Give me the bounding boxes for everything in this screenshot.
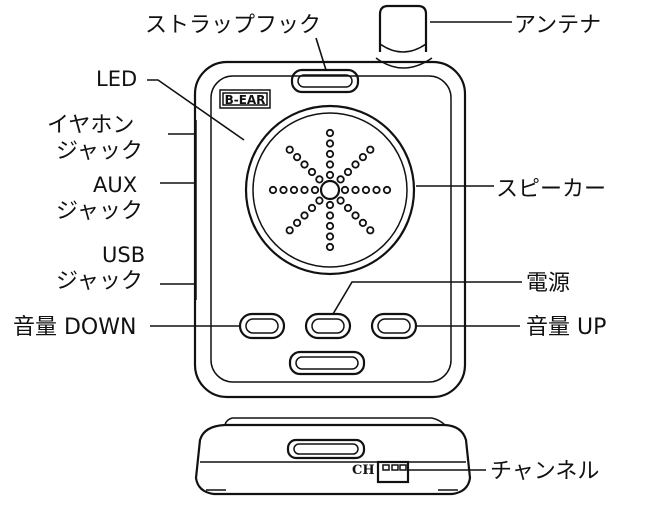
speaker-grille-dot xyxy=(300,185,309,195)
speaker-grille-dot xyxy=(325,211,335,220)
speaker-grille-dot xyxy=(300,211,309,220)
speaker-grille-dot xyxy=(358,218,367,227)
speaker-grille-dot xyxy=(325,139,335,148)
speaker-grille-dot xyxy=(340,185,350,195)
speaker-grille-dot xyxy=(366,226,375,235)
speaker-grille-dot xyxy=(366,145,375,154)
speaker-grille-dot xyxy=(285,145,294,154)
label-channel: チャンネル xyxy=(490,459,599,484)
label-aux-jack-2: ジャック xyxy=(56,199,143,224)
device-side-view: CH xyxy=(194,417,472,496)
speaker-grille-dot xyxy=(351,185,360,195)
speaker-grille-dot xyxy=(343,203,353,213)
volume-down-button[interactable] xyxy=(238,312,286,340)
speaker-grille-dot xyxy=(325,170,335,180)
speaker-grille-dot xyxy=(343,167,353,177)
strap-hook xyxy=(290,68,360,94)
speaker-grille-dot xyxy=(325,242,335,252)
speaker-grille-dot xyxy=(310,185,320,195)
label-power: 電源 xyxy=(526,271,570,296)
speaker xyxy=(244,104,416,276)
label-earphone-jack-1: イヤホン xyxy=(47,113,134,138)
channel-switch[interactable] xyxy=(378,462,408,482)
speaker-grille-dot xyxy=(336,196,345,205)
label-speaker: スピーカー xyxy=(496,177,606,202)
label-antenna: アンテナ xyxy=(514,13,601,38)
label-earphone-jack-2: ジャック xyxy=(56,139,143,164)
speaker-grille-dot xyxy=(289,185,299,195)
label-volume-up: 音量 UP xyxy=(526,315,606,340)
leader-lines xyxy=(147,21,522,471)
speaker-grille-dot xyxy=(325,160,335,169)
label-usb-jack-1: USB xyxy=(102,243,145,267)
logo-badge: B-EAR xyxy=(219,89,271,109)
speaker-grille-dot xyxy=(268,185,278,195)
speaker-grille-dot xyxy=(292,153,302,162)
speaker-grille-dot xyxy=(336,175,345,184)
speaker-grille-dot xyxy=(285,226,294,235)
speaker-grille-dot xyxy=(382,185,392,195)
speaker-grille-dot xyxy=(315,196,324,205)
power-button[interactable] xyxy=(304,312,352,340)
speaker-grille-dot xyxy=(325,200,335,210)
volume-up-button[interactable] xyxy=(370,312,418,340)
speaker-grille-dot xyxy=(315,175,324,184)
label-usb-jack-2: ジャック xyxy=(56,269,143,294)
speaker-grille-dot xyxy=(325,149,335,159)
speaker-grille-dot xyxy=(292,218,302,227)
speaker-grille-dot xyxy=(358,153,367,162)
label-strap-hook: ストラップフック xyxy=(145,13,321,38)
speaker-grille-dot xyxy=(279,185,288,195)
device-front-body xyxy=(193,60,467,399)
label-volume-down: 音量 DOWN xyxy=(13,315,136,340)
speaker-grille-dots xyxy=(268,128,392,252)
label-led: LED xyxy=(96,67,137,91)
speaker-grille-dot xyxy=(361,185,371,195)
speaker-grille-dot xyxy=(325,221,335,231)
logo-text: B-EAR xyxy=(225,93,266,107)
bottom-slot xyxy=(288,350,366,376)
speaker-grille-dot xyxy=(351,160,360,169)
speaker-grille-dot xyxy=(325,232,335,241)
label-aux-jack-1: AUX xyxy=(93,173,137,197)
speaker-grille-dot xyxy=(372,185,381,195)
channel-switch-label: CH xyxy=(352,463,375,478)
speaker-grille-dot xyxy=(300,160,309,169)
speaker-grille-dot xyxy=(351,211,360,220)
speaker-grille-dot xyxy=(307,167,317,177)
speaker-grille-dot xyxy=(307,203,317,213)
antenna xyxy=(375,4,433,69)
speaker-grille-dot xyxy=(325,128,335,138)
